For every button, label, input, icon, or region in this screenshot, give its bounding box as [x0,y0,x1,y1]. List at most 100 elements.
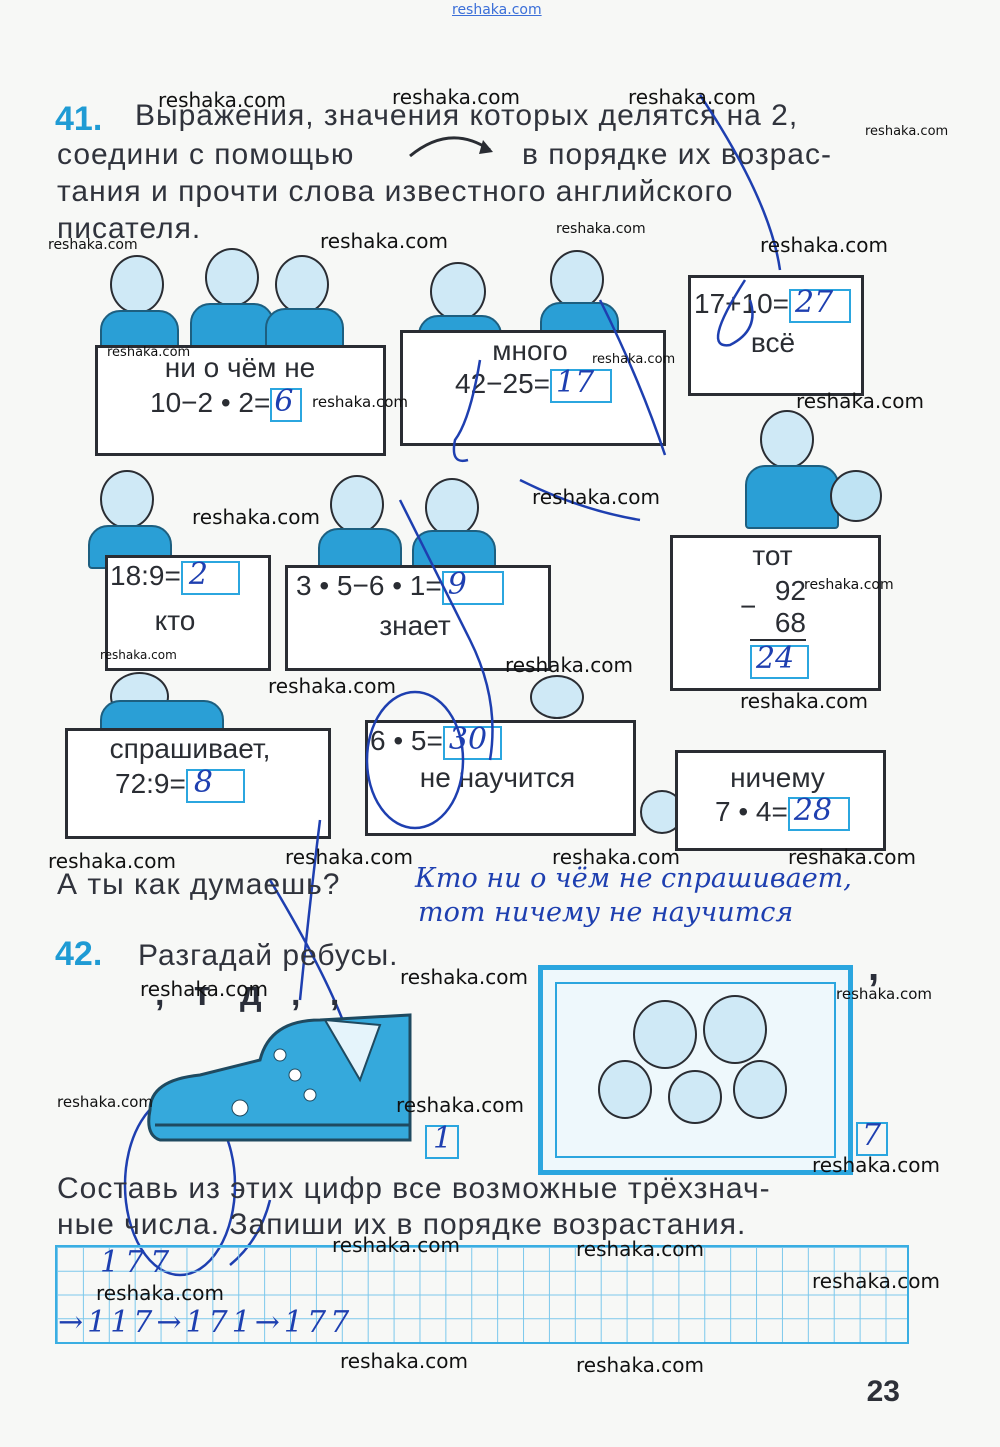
watermark: reshaka.com [57,1093,153,1111]
answer-box[interactable]: 6 [270,384,303,422]
answer-value: 2 [188,556,208,592]
card-word: тот [752,540,793,571]
card-word: всё [750,327,796,358]
answer-value: 17 [556,364,595,400]
family-member [703,995,767,1064]
card-word: спрашивает, [109,733,271,764]
pupil-head [205,248,259,307]
frame-inner-border [555,982,836,1158]
rebus1-answer-box[interactable]: 1 [425,1121,459,1159]
connect-arrow-icon [409,136,493,158]
task-42-title: Разгадай ребусы. [138,939,399,972]
task-41-line2b: в порядке их возрас- [522,138,832,171]
answer-grid[interactable] [55,1245,909,1344]
card-word: знает [379,610,451,641]
answer-value: 28 [793,792,833,828]
watermark: reshaka.com [552,845,680,869]
pupil-head [275,255,329,314]
card-column-subtraction: 92 − 68 24 [740,575,809,679]
task-41-line3: тания и прочти слова известного английск… [57,175,734,208]
family-member [668,1070,722,1124]
handwritten-grid-row2: →117→171→177 [58,1305,354,1340]
subtraction-top: 92 [774,575,806,606]
desk-card [285,565,551,671]
card-expression: 17+10=27 [694,285,851,323]
card-word: кто [154,605,196,636]
family-picture-frame [538,965,853,1175]
watermark: reshaka.com [107,345,191,360]
watermark: reshaka.com [96,1281,224,1305]
task-41-question: А ты как думаешь? [57,868,341,901]
watermark: reshaka.com [268,674,396,698]
desk-card [675,750,886,851]
shoe-icon [147,1013,412,1142]
answer-box[interactable]: 8 [185,765,245,803]
desk-card [400,330,666,446]
pupil-head [425,478,479,537]
watermark: reshaka.com [312,393,408,411]
card-expression: 42−25=17 [455,365,612,403]
watermark: reshaka.com [48,849,176,873]
answer-value: 6 [274,383,294,419]
answer-box[interactable]: 2 [180,557,240,595]
watermark: reshaka.com [392,85,520,109]
subtraction-bottom: 68 [750,607,806,641]
watermark: reshaka.com [192,505,320,529]
card-expression: 6 • 5=30 [370,722,502,760]
handwritten-grid-row1: 177 [100,1245,176,1280]
card-expr-text: 3 • 5−6 • 1= [296,570,442,601]
rebus2-mark: , [868,945,880,989]
watermark: reshaka.com [532,485,660,509]
rebus2-answer-box[interactable]: 7 [856,1118,888,1156]
watermark: reshaka.com [320,229,448,253]
pupil-head [530,675,584,719]
globe-icon [830,470,882,522]
task-42-instruction-line1: Составь из этих цифр все возможные трёхз… [57,1172,771,1205]
family-member [733,1060,787,1119]
watermark: reshaka.com [285,845,413,869]
watermark: reshaka.com [812,1269,940,1293]
answer-value: 8 [193,764,213,800]
desk-card [105,555,271,671]
card-expression: 10−2 • 2=6 [150,384,303,422]
watermark: reshaka.com [505,653,633,677]
answer-box[interactable]: 24 [750,641,809,679]
handwritten-answer-line2: тот ничему не научится [418,897,794,928]
watermark: reshaka.com [576,1353,704,1377]
card-expression: 18:9=2 [110,557,240,595]
answer-value: 27 [795,284,834,320]
card-word: не научится [419,762,576,793]
card-expr-text: 18:9= [110,560,181,591]
watermark: reshaka.com [812,1153,940,1177]
answer-box[interactable]: 28 [787,793,850,831]
answer-value: 30 [448,721,488,757]
card-expr-text: 42−25= [455,368,550,399]
watermark: reshaka.com [556,221,646,237]
family-member [633,1000,697,1069]
watermark: reshaka.com [592,352,676,367]
family-member [598,1060,652,1119]
watermark: reshaka.com [760,233,888,257]
watermark: reshaka.com [836,985,932,1003]
watermark: reshaka.com [332,1233,460,1257]
answer-box[interactable]: 17 [550,365,612,403]
watermark: reshaka.com [740,689,868,713]
answer-value: 9 [447,566,467,602]
rebus1-answer: 1 [433,1121,453,1156]
watermark: reshaka.com [48,237,138,253]
card-expr-text: 10−2 • 2= [150,387,271,418]
desk-card [65,728,331,839]
answer-box[interactable]: 30 [442,722,502,760]
watermark: reshaka.com [100,648,177,662]
watermark: reshaka.com [140,977,268,1001]
answer-box[interactable]: 27 [789,285,851,323]
pupil-head [100,470,154,529]
pupil-body [318,528,402,572]
desk-card [670,535,881,691]
desk-card [95,345,386,456]
page-number: 23 [866,1375,900,1408]
watermark: reshaka.com [340,1349,468,1373]
watermark: reshaka.com [796,389,924,413]
watermark: reshaka.com [576,1237,704,1261]
